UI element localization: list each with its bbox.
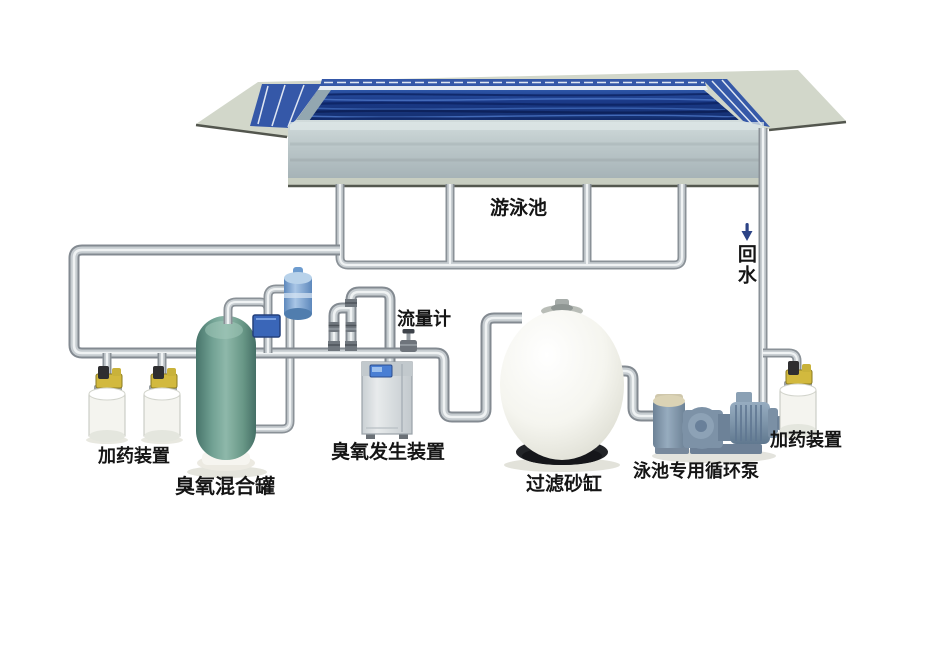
mixing-tank-label: 臭氧混合罐 <box>175 476 275 498</box>
ozone-mixing-tank <box>187 316 267 478</box>
sand-filter-tank <box>500 299 624 472</box>
flow-arrow-icon <box>741 223 753 241</box>
dosing-device-right <box>776 361 820 439</box>
return-water-label: 回水 <box>734 244 756 286</box>
dosing-left-label: 加药装置 <box>98 446 170 466</box>
circulation-pump-label: 泳池专用循环泵 <box>633 461 759 481</box>
pool-label: 游泳池 <box>490 198 548 219</box>
valve-flanges <box>328 299 357 351</box>
swimming-pool <box>195 70 847 188</box>
dosing-device-left-2 <box>141 366 183 444</box>
ozone-generator <box>361 361 413 439</box>
control-box <box>252 314 281 338</box>
ozone-generator-label: 臭氧发生装置 <box>331 442 446 463</box>
flow-meter <box>400 329 417 352</box>
dosing-device-left-1 <box>86 366 128 444</box>
pool-front-wall <box>288 120 766 178</box>
pool-tile-left <box>250 84 322 128</box>
ozone-injector-vessel <box>284 267 312 320</box>
circulation-pump <box>652 392 783 463</box>
sand-filter-label: 过滤砂缸 <box>526 474 603 495</box>
dosing-right-label: 加药装置 <box>770 430 842 450</box>
pipe-pool-drains <box>340 184 682 265</box>
flow-meter-label: 流量计 <box>397 309 451 329</box>
